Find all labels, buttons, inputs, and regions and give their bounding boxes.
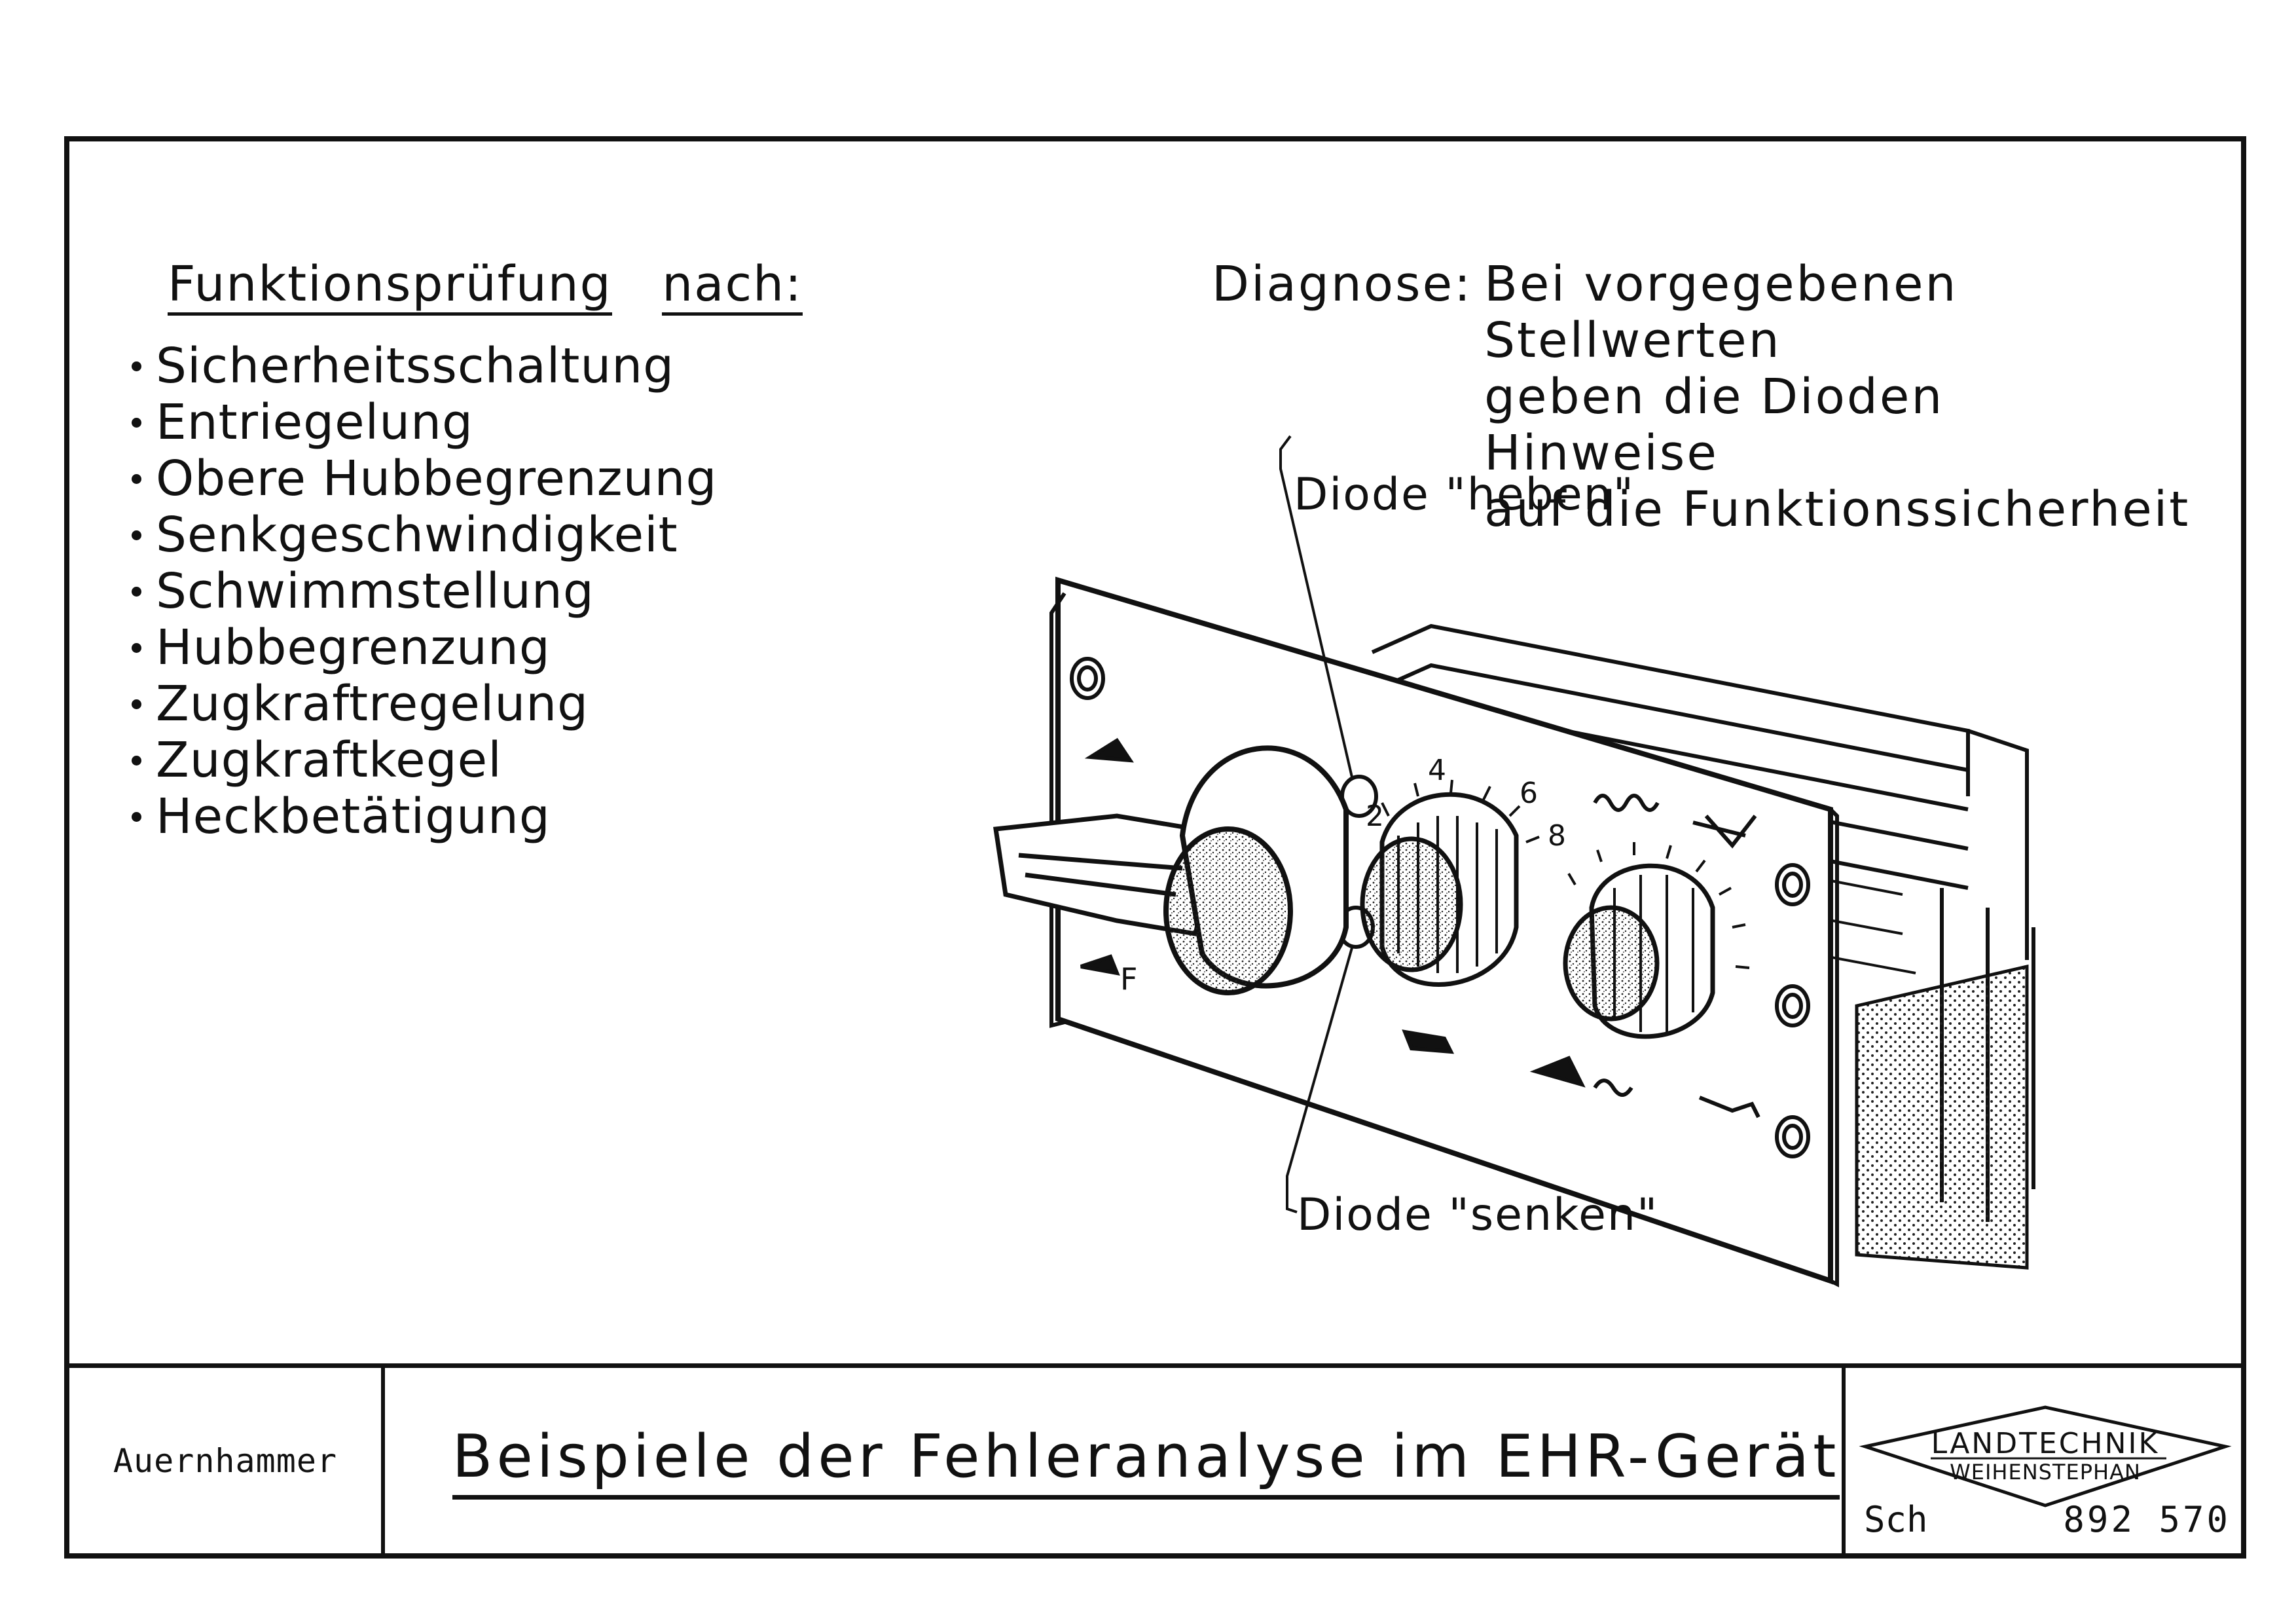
bullet-icon [132,755,141,766]
list-item: Obere Hubbegrenzung [132,451,717,507]
sheet-title: Beispiele der Fehleranalyse im EHR-Gerät [385,1368,1907,1553]
bullet-icon [132,586,141,597]
scale-mark-4: 4 [1428,754,1446,787]
institution-box: LANDTECHNIK WEIHENSTEPHAN Sch 892 570 [1842,1368,2241,1553]
bullet-icon [132,473,141,484]
scale-mark-2: 2 [1366,800,1384,833]
bullet-icon [132,530,141,540]
author-name: Auernhammer [69,1368,385,1553]
scale-mark-8: 8 [1548,819,1566,853]
diagnose-block: Diagnose: Bei vorgegebenen Stellwerten g… [1212,256,2191,538]
sheet-title-text: Beispiele der Fehleranalyse im EHR-Gerät [452,1422,1840,1500]
svg-text:WEIHENSTEPHAN: WEIHENSTEPHAN [1950,1460,2141,1485]
diagnose-label: Diagnose: [1212,256,1473,312]
bullet-icon [132,417,141,428]
scale-mark-6: 6 [1520,777,1538,810]
list-item: Senkgeschwindigkeit [132,507,717,563]
svg-text:LANDTECHNIK: LANDTECHNIK [1931,1427,2160,1460]
ehr-control-unit-illustration: 2 4 6 8 F [993,435,2035,1287]
bullet-icon [132,642,141,653]
bullet-icon [132,699,141,709]
list-item: Hubbegrenzung [132,619,717,676]
title-block: Auernhammer Beispiele der Fehleranalyse … [69,1363,2241,1553]
document-number: 892 570 [2063,1499,2231,1540]
function-test-heading: Funktionsprüfung nach: [168,256,803,316]
bullet-icon [132,811,141,822]
list-item: Heckbetätigung [132,788,717,845]
list-item: Sicherheitsschaltung [132,338,717,394]
callout-diode-senken: Diode "senken" [1297,1189,1659,1241]
heading-part-2: nach: [662,256,803,316]
f-label: F [1120,961,1137,997]
panel-symbols [1080,737,1760,1118]
list-item: Schwimmstellung [132,563,717,619]
diagnose-text: Bei vorgegebenen Stellwerten geben die D… [1484,256,2191,538]
heading-part-1: Funktionsprüfung [168,256,612,316]
list-item: Entriegelung [132,394,717,451]
series-code: Sch [1864,1499,1928,1540]
callout-diode-heben: Diode "heben" [1294,469,1635,521]
function-check-list: Sicherheitsschaltung Entriegelung Obere … [132,338,717,845]
list-item: Zugkraftkegel [132,732,717,788]
drawing-frame: Funktionsprüfung nach: Sicherheitsschalt… [64,136,2246,1559]
list-item: Zugkraftregelung [132,676,717,732]
bullet-icon [132,361,141,371]
landtechnik-logo: LANDTECHNIK WEIHENSTEPHAN [1859,1405,2232,1507]
